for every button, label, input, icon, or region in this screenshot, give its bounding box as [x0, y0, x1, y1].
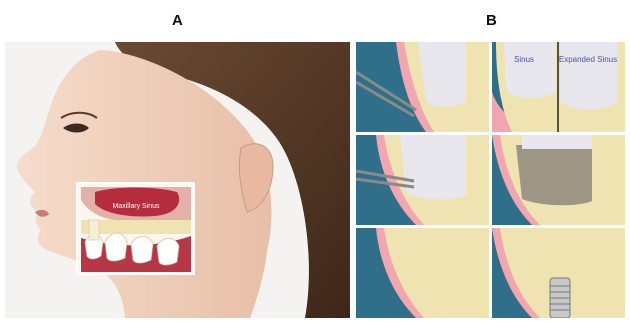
expanded-sinus-label: Expanded Sinus: [559, 55, 617, 64]
bone-graft: [516, 145, 592, 205]
step-3-graft-placement: [356, 135, 489, 225]
sinus-inset: Maxillary Sinus: [77, 183, 194, 274]
tooth-root: [89, 220, 99, 240]
step-5-healed-bone: [356, 228, 489, 318]
sinus-cavity: [400, 135, 466, 199]
panel-a-label: A: [172, 12, 183, 29]
dental-implant: [550, 278, 570, 318]
sinus-after: [560, 42, 617, 110]
step-2-sinus-expansion: Sinus Expanded Sinus: [492, 42, 625, 132]
sinus-before: [504, 42, 556, 98]
step-6-implant: [492, 228, 625, 318]
face-profile-graphic: Maxillary Sinus: [5, 42, 350, 318]
face-profile-illustration: Maxillary Sinus: [5, 42, 350, 318]
panel-b-label: B: [486, 12, 497, 29]
sinus-label: Sinus: [514, 55, 534, 64]
sinus-lift-steps: Sinus Expanded Sinus: [356, 42, 625, 318]
step-1-drill: [356, 42, 489, 132]
sinus-inset-label: Maxillary Sinus: [112, 203, 160, 210]
step-4-bone-graft: [492, 135, 625, 225]
